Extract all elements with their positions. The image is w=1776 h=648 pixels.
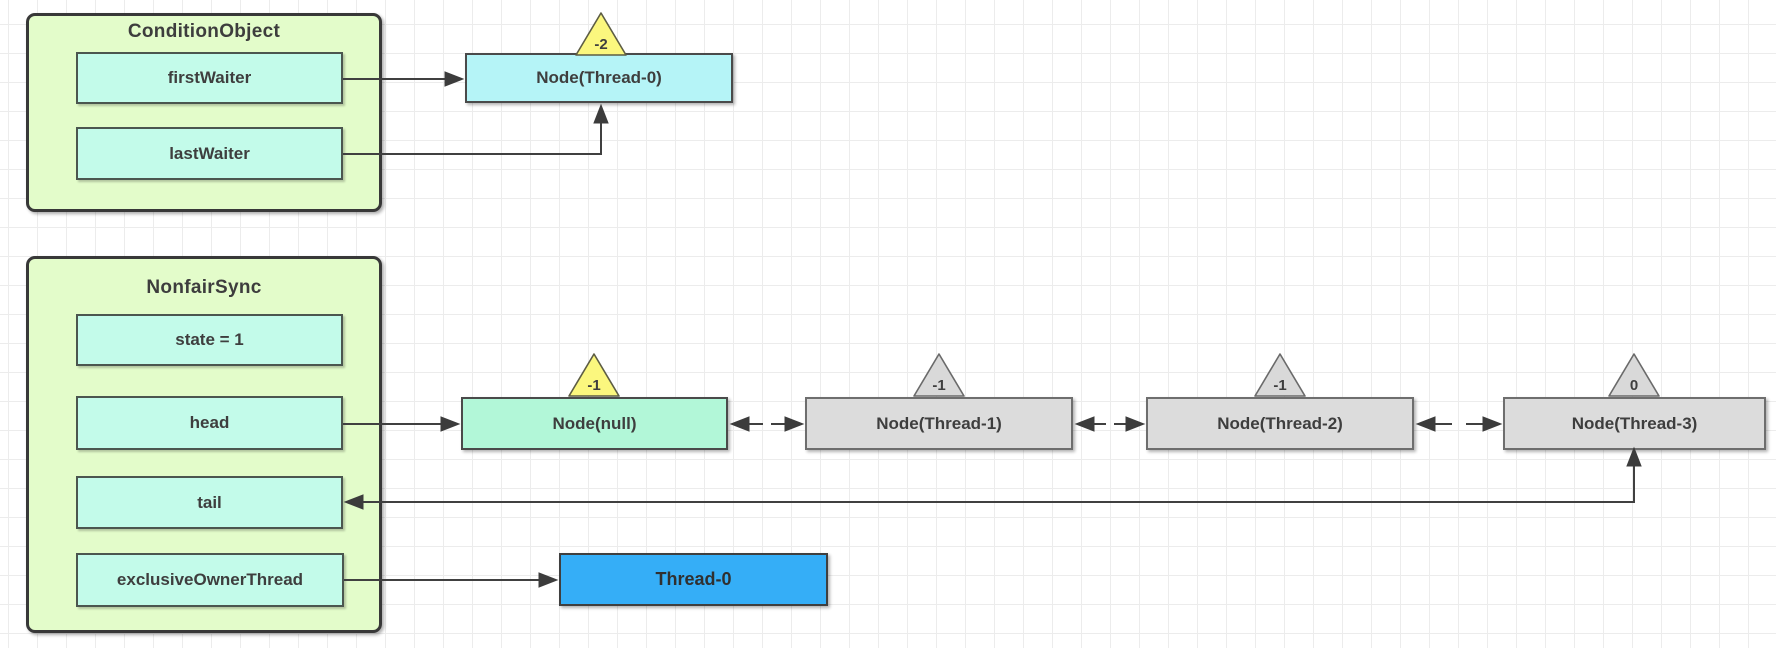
waitstatus-badge-node-thread-2: -1 — [1254, 353, 1306, 397]
field-state-label: state = 1 — [175, 330, 244, 349]
field-tail: tail — [76, 476, 343, 529]
thread-0-box: Thread-0 — [559, 553, 828, 606]
edge-node-null-node-thread1 — [729, 416, 805, 432]
nonfair-sync-title: NonfairSync — [146, 277, 262, 298]
node-thread-3-label: Node(Thread-3) — [1571, 413, 1698, 433]
waitstatus-badge-node-thread-1: -1 — [913, 353, 965, 397]
field-state: state = 1 — [76, 314, 343, 366]
waitstatus-value: -2 — [594, 36, 607, 53]
node-null: Node(null) — [461, 397, 728, 450]
waitstatus-badge-node-null: -1 — [568, 353, 620, 397]
node-thread-1: Node(Thread-1) — [805, 397, 1073, 450]
waitstatus-badge-node-thread-0: -2 — [575, 12, 627, 56]
field-tail-label: tail — [197, 492, 222, 512]
condition-object-box: ConditionObject firstWaiter lastWaiter — [26, 13, 382, 212]
field-head: head — [76, 396, 343, 450]
waitstatus-value: 0 — [1630, 377, 1638, 394]
field-head-label: head — [189, 413, 230, 432]
nonfair-sync-box: NonfairSync state = 1 head tail exclusiv… — [26, 256, 382, 633]
node-thread-2-label: Node(Thread-2) — [1217, 413, 1343, 433]
waitstatus-value: -1 — [932, 377, 945, 394]
node-thread-0: Node(Thread-0) — [465, 53, 733, 103]
node-thread-0-label: Node(Thread-0) — [536, 68, 662, 87]
condition-object-title: ConditionObject — [127, 21, 281, 42]
waitstatus-value: -1 — [587, 377, 600, 394]
field-exclusiveownerthread-label: exclusiveOwnerThread — [116, 570, 304, 589]
field-lastwaiter: lastWaiter — [76, 127, 343, 180]
edge-node-thread1-node-thread2 — [1074, 416, 1146, 432]
waitstatus-value: -1 — [1273, 377, 1286, 394]
waitstatus-badge-node-thread-3: 0 — [1608, 353, 1660, 397]
field-firstwaiter-label: firstWaiter — [167, 68, 252, 87]
node-thread-2: Node(Thread-2) — [1146, 397, 1414, 450]
field-exclusiveownerthread: exclusiveOwnerThread — [76, 553, 344, 607]
node-thread-3: Node(Thread-3) — [1503, 397, 1766, 450]
field-firstwaiter: firstWaiter — [76, 52, 343, 104]
thread-0-label: Thread-0 — [655, 569, 732, 589]
edge-lastwaiter-to-node-thread0 — [343, 103, 609, 155]
edge-node-thread2-node-thread3 — [1415, 416, 1503, 432]
edge-node-thread3-to-tail — [343, 446, 1642, 510]
field-lastwaiter-label: lastWaiter — [169, 143, 250, 163]
node-null-label: Node(null) — [552, 413, 637, 433]
node-thread-1-label: Node(Thread-1) — [876, 413, 1002, 433]
